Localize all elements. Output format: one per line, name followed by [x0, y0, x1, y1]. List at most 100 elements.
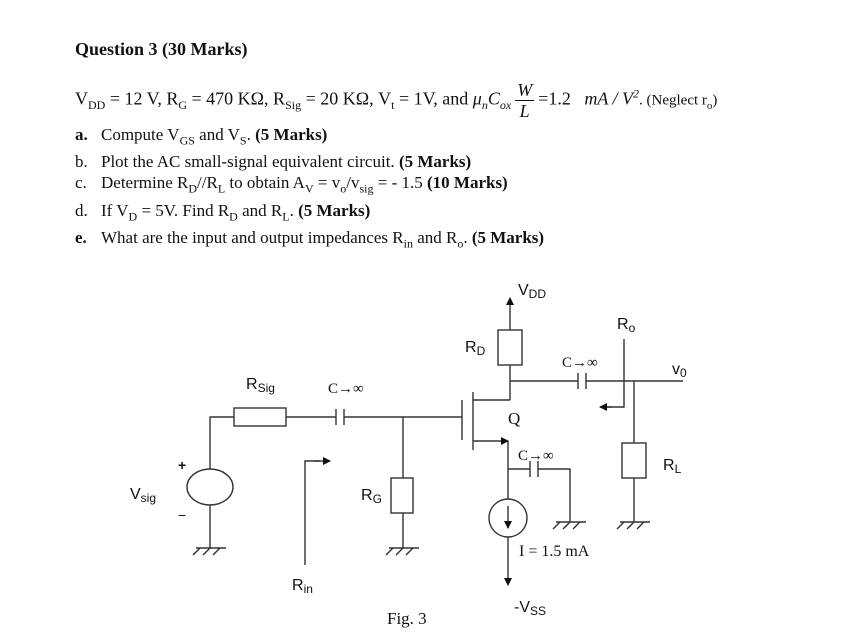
fraction-numerator: W [515, 80, 535, 101]
question-title: Question 3 (30 Marks) [75, 39, 248, 59]
part-text: and V [194, 125, 240, 144]
fraction-denominator: L [519, 101, 530, 121]
unit-sup: 2 [633, 86, 640, 101]
given-text: =1.2 [538, 88, 571, 109]
given-text: V [75, 88, 88, 109]
neglect-text: ) [712, 92, 718, 109]
vsig-source [186, 468, 234, 506]
part-letter: a. [75, 125, 88, 144]
part-text: . [289, 200, 299, 220]
part-marks: (5 Marks) [255, 125, 328, 144]
part-sub: V [304, 181, 314, 196]
part-letter: c. [75, 173, 87, 193]
part-marks: (5 Marks) [398, 152, 472, 172]
vdd-label: VDD [518, 282, 546, 301]
given-text: = 12 V, R [105, 88, 179, 109]
ro-label: Ro [617, 316, 636, 335]
rg-label: RG [361, 487, 382, 506]
part-sub: L [282, 209, 290, 224]
bypass-ground-wire [538, 468, 571, 522]
part-c: c.Determine RD//RL to obtain AV = vo/vsi… [75, 172, 544, 199]
ground-icon [385, 547, 419, 556]
part-marks: (5 Marks) [471, 228, 545, 248]
part-d: d.If VD = 5V. Find RD and RL. (5 Marks) [75, 200, 544, 227]
part-text: to obtain A [225, 173, 305, 193]
given-sub: ox [499, 98, 512, 113]
part-b: b. Plot the AC small-signal equivalent ci… [75, 151, 544, 172]
part-text: Determine R [101, 173, 189, 193]
part-sub: S [239, 133, 247, 148]
given-text: = 1V, and [394, 88, 473, 109]
part-a: a. Compute VGS and VS. (5 Marks) [75, 124, 544, 151]
plus-sign: + [178, 457, 186, 473]
part-sub: o [457, 236, 464, 251]
rin-indicator-line [304, 460, 320, 565]
part-sub: in [403, 236, 413, 251]
current-label: I = 1.5 mA [519, 543, 590, 560]
part-sub: D [128, 209, 138, 224]
part-text: = 5V. Find R [137, 200, 230, 220]
rd-resistor [497, 329, 523, 366]
mu-symbol: μ [472, 88, 482, 109]
part-sub: o [340, 181, 347, 196]
rsig-resistor [233, 407, 287, 427]
rsig-label: RSig [246, 376, 275, 395]
rin-label: Rin [292, 577, 313, 596]
part-marks: (5 Marks) [298, 200, 371, 220]
rd-label: RD [465, 339, 486, 358]
transistor-label: Q [508, 409, 520, 428]
given-sub: G [178, 98, 188, 113]
rl-label: RL [663, 457, 682, 476]
part-sub: L [217, 181, 226, 196]
ro-indicator-line [606, 339, 625, 408]
cox-symbol: C [487, 88, 500, 109]
bypass-cap-label: C→∞ [518, 448, 554, 464]
vsig-top-wire [209, 416, 234, 470]
part-sub: D [188, 181, 198, 196]
part-text: //R [197, 173, 218, 193]
vss-label: -VSS [514, 599, 546, 618]
unit-text: mA / V [584, 88, 634, 109]
part-text: Plot the AC small-signal equivalent circ… [101, 152, 399, 172]
given-text: = 20 KΩ, V [301, 88, 392, 109]
neglect-text: . (Neglect r [639, 92, 707, 109]
given-sub: t [391, 98, 395, 113]
given-values: VDD = 12 V, RG = 470 KΩ, RSig = 20 KΩ, V… [75, 80, 717, 121]
part-text: and R [412, 228, 458, 248]
ground-icon [192, 547, 226, 556]
ground-icon [616, 521, 650, 530]
ground-icon [552, 521, 586, 530]
given-sub: n [481, 98, 488, 113]
given-sub: DD [88, 98, 106, 113]
part-letter: d. [75, 200, 88, 220]
given-sub: Sig [285, 98, 302, 113]
vsig-label: Vsig [130, 486, 156, 505]
vo-label: v0 [672, 361, 687, 380]
input-cap-label: C→∞ [328, 381, 364, 397]
part-e: e. What are the input and output impedanc… [75, 227, 544, 254]
part-marks: (10 Marks) [426, 173, 508, 193]
given-sub: o [706, 100, 713, 113]
question-parts: a. Compute VGS and VS. (5 Marks) b. Plot t… [75, 124, 544, 255]
part-sub: sig [359, 181, 374, 196]
part-sub: D [229, 209, 238, 224]
part-letter: b. [75, 152, 88, 172]
part-text: . [463, 228, 472, 248]
minus-sign: − [178, 507, 186, 523]
given-text: = 470 KΩ, R [187, 88, 286, 109]
part-letter: e. [75, 228, 87, 248]
part-text: and R [237, 200, 283, 220]
part-text: What are the input and output impedances… [101, 228, 404, 248]
rl-resistor [621, 442, 647, 479]
part-text: If V [101, 200, 129, 220]
figure-caption: Fig. 3 [387, 609, 427, 628]
output-cap-label: C→∞ [562, 355, 598, 371]
part-sub: GS [179, 133, 195, 148]
part-text: Compute V [101, 125, 180, 144]
rg-resistor [390, 477, 414, 514]
part-text: = - 1.5 [373, 173, 427, 193]
part-text: . [246, 125, 256, 144]
part-text: /v [346, 173, 360, 193]
